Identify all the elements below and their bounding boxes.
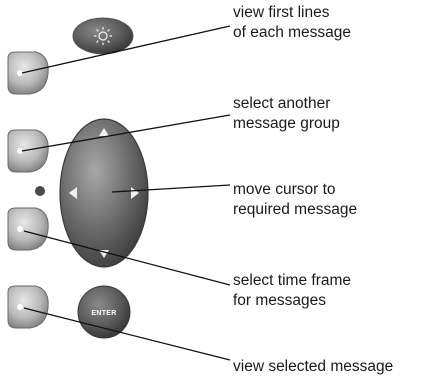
callout-select-group-line1: select another <box>233 95 331 112</box>
leader-line-move-cursor <box>111 184 231 193</box>
soft-key-4-dot <box>17 304 23 310</box>
enter-button-label: ENTER <box>91 310 116 317</box>
soft-key-3[interactable] <box>7 207 49 251</box>
arrow-right-icon[interactable] <box>131 187 139 199</box>
leader-line-view-first <box>21 25 231 74</box>
leader-line-view-selected <box>23 307 231 361</box>
leader-line-select-group <box>21 114 231 152</box>
callout-view-first-line2: of each message <box>233 24 352 41</box>
callout-move-cursor: move cursor to required message <box>233 180 357 220</box>
callout-move-cursor-line1: move cursor to <box>233 181 336 198</box>
arrow-up-icon[interactable] <box>99 128 109 136</box>
enter-button[interactable]: ENTER <box>77 285 131 339</box>
leader-lines <box>21 25 231 361</box>
sun-icon <box>94 27 112 45</box>
callout-view-first-lines: view first lines of each message <box>233 3 351 43</box>
light-button[interactable] <box>72 17 134 55</box>
soft-key-2-dot <box>17 148 23 154</box>
arrow-left-icon[interactable] <box>69 187 77 199</box>
soft-key-1-dot <box>17 70 23 76</box>
callout-select-message-group: select another message group <box>233 94 340 134</box>
callout-time-frame-line2: for messages <box>233 292 327 309</box>
callout-view-first-line1: view first lines <box>233 4 330 21</box>
cursor-pad[interactable] <box>59 118 149 268</box>
leader-line-time-frame <box>23 230 231 286</box>
callout-view-selected-message: view selected message <box>233 357 393 377</box>
indicator-dot <box>35 186 45 196</box>
soft-key-1[interactable] <box>7 51 49 95</box>
callout-select-time-frame: select time frame for messages <box>233 271 351 311</box>
soft-key-3-dot <box>17 226 23 232</box>
soft-key-4[interactable] <box>7 285 49 329</box>
soft-key-2[interactable] <box>7 129 49 173</box>
callout-time-frame-line1: select time frame <box>233 272 352 289</box>
callout-select-group-line2: message group <box>233 115 340 132</box>
callout-view-selected-line1: view selected message <box>233 358 394 375</box>
callout-move-cursor-line2: required message <box>233 201 358 218</box>
